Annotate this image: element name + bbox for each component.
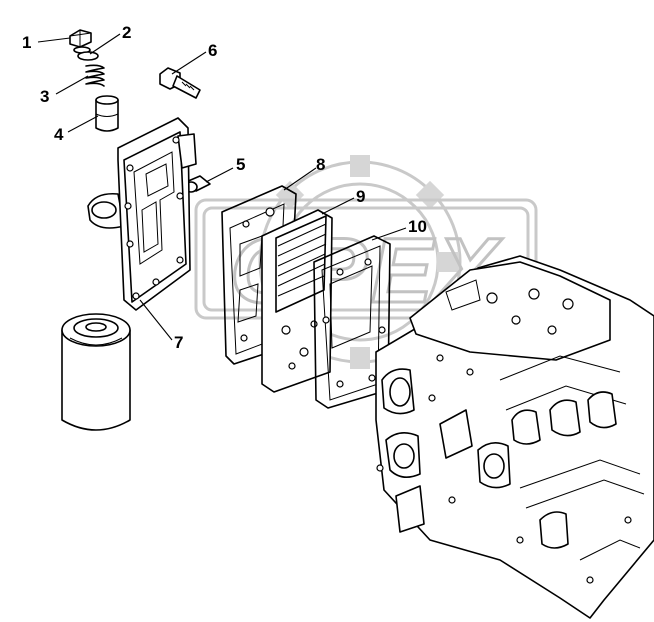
callout-10: 10 xyxy=(408,217,427,236)
part-6-bolt xyxy=(159,67,201,99)
callout-3: 3 xyxy=(40,87,49,106)
callout-5: 5 xyxy=(236,155,245,174)
callout-6: 6 xyxy=(208,41,217,60)
part-3-spring xyxy=(85,64,105,87)
callout-labels: 1 2 3 4 5 6 7 8 9 10 xyxy=(22,23,427,352)
callout-1: 1 xyxy=(22,33,31,52)
part-7-cooler-housing xyxy=(117,117,197,311)
part-4-valve-sleeve xyxy=(95,95,119,132)
callout-7: 7 xyxy=(174,333,183,352)
watermark-frame xyxy=(194,198,538,320)
part-1-plug xyxy=(69,29,92,54)
engine-block xyxy=(375,255,654,619)
oil-filter xyxy=(61,313,131,431)
callout-4: 4 xyxy=(54,125,64,144)
filter-head xyxy=(87,192,125,229)
callout-8: 8 xyxy=(316,155,325,174)
leader-lines xyxy=(37,33,407,341)
part-2-washer xyxy=(77,51,99,61)
callout-2: 2 xyxy=(122,23,131,42)
callout-9: 9 xyxy=(356,187,365,206)
part-9-cooler-core xyxy=(261,209,333,393)
